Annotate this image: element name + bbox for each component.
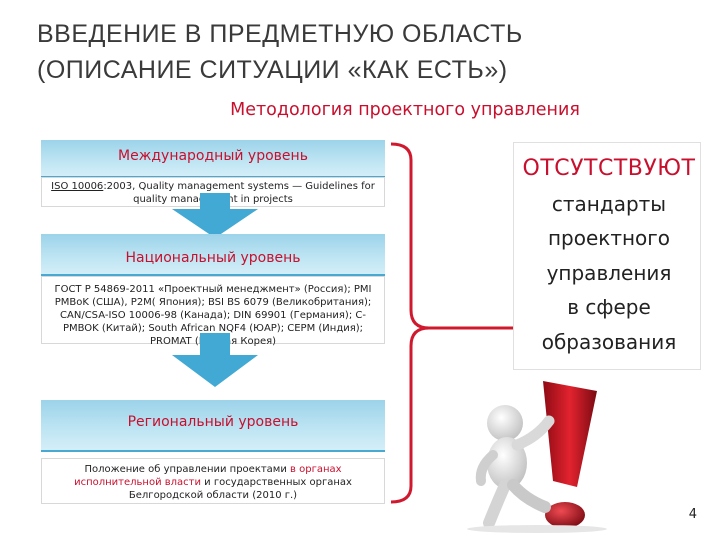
international-level-heading: Международный уровень [118,148,308,164]
down-arrow-icon [172,193,258,238]
exclamation-figure-illustration [425,375,710,535]
slide-title-line1: ВВЕДЕНИЕ В ПРЕДМЕТНУЮ ОБЛАСТЬ [37,20,523,48]
callout-line5: образования [541,330,677,354]
slide-subtitle: Методология проектного управления [230,100,580,120]
callout-line4: в сфере [567,295,651,319]
slide-title-line2: (ОПИСАНИЕ СИТУАЦИИ «КАК ЕСТЬ») [37,56,508,84]
regional-level-box: Положение об управлении проектами в орга… [41,458,385,504]
regional-level-heading: Региональный уровень [127,414,299,430]
callout-box [513,142,701,370]
international-level-band: Международный уровень [41,140,385,178]
national-level-heading: Национальный уровень [125,250,301,266]
callout-line3: управления [546,261,672,285]
iso-standard-link[interactable]: ISO 10006 [51,181,104,192]
regional-level-band: Региональный уровень [41,400,385,452]
callout-headline: ОТСУТСТВУЮТ [522,156,696,181]
national-level-band: Национальный уровень [41,234,385,276]
callout-line1: стандарты [551,192,667,216]
callout-line2: проектного [547,226,671,250]
regional-level-highlight: в органах исполнительной власти [74,464,342,488]
regional-level-text-part1: Положение об управлении проектами [84,464,291,475]
regional-level-text-part2: и государственных органах Белгородской о… [128,477,352,501]
down-arrow-icon [172,333,258,387]
bracket-connector [390,142,513,504]
page-number: 4 [688,507,697,522]
